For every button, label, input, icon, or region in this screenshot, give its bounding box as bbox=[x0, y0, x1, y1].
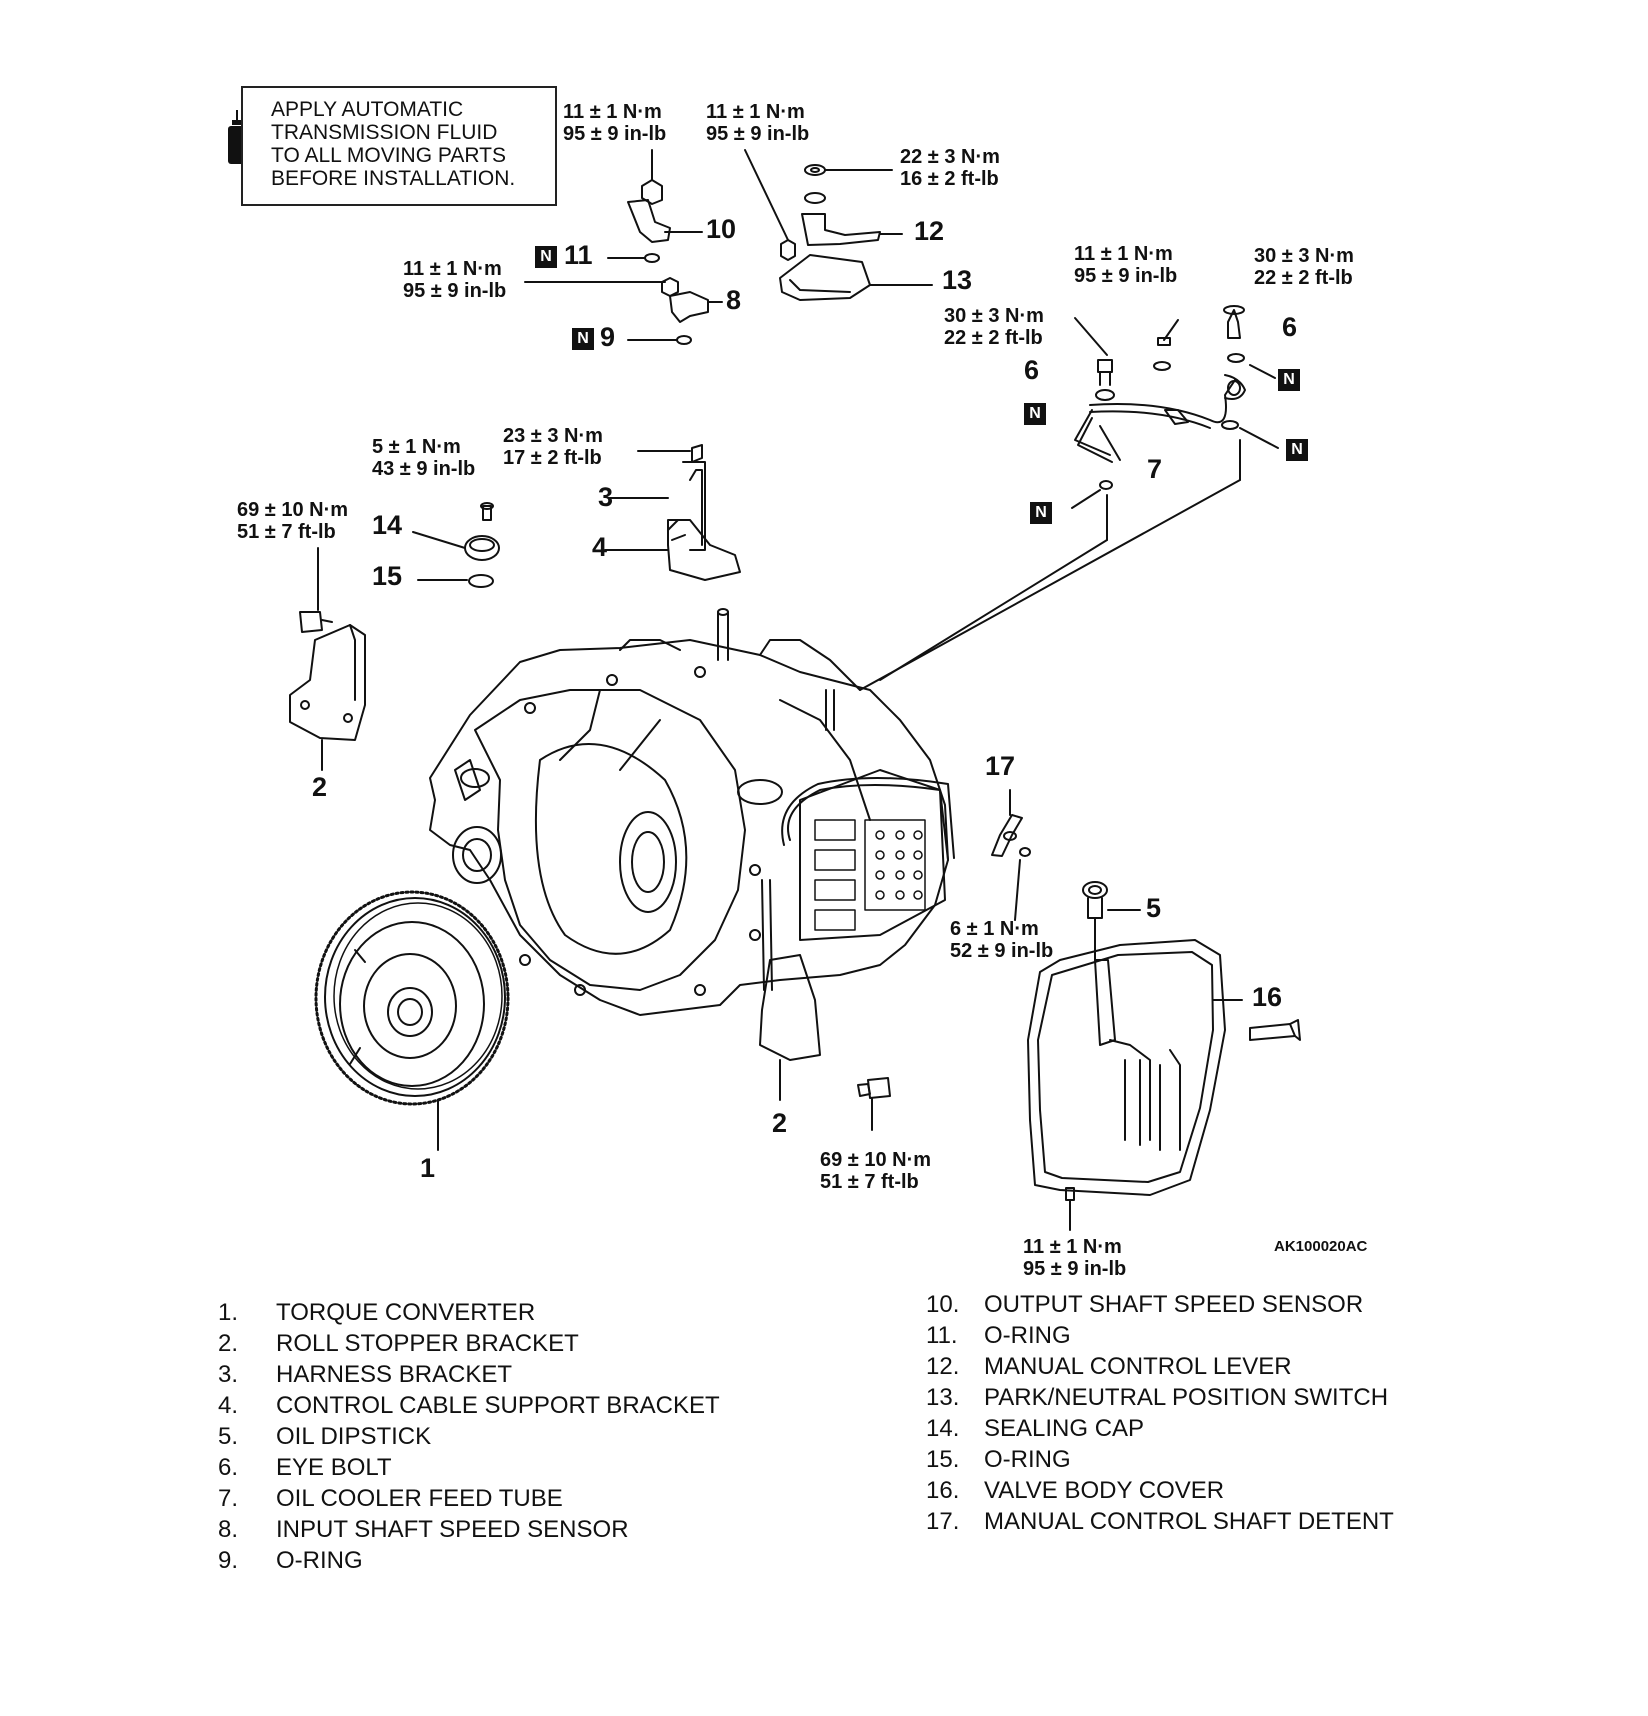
legend-item: 1.TORQUE CONVERTER bbox=[218, 1299, 536, 1326]
legend-item: 5.OIL DIPSTICK bbox=[218, 1423, 432, 1450]
new-part-badge: N bbox=[572, 328, 594, 350]
new-part-badge: N bbox=[535, 246, 557, 268]
legend-item: 15.O-RING bbox=[926, 1446, 1071, 1473]
legend-item: 13.PARK/NEUTRAL POSITION SWITCH bbox=[926, 1384, 1389, 1411]
legend-item: 3.HARNESS BRACKET bbox=[218, 1361, 513, 1388]
torque-converter-drawing bbox=[314, 890, 510, 1151]
callout-11: 11 bbox=[564, 240, 593, 270]
callout-15: 15 bbox=[372, 561, 403, 591]
dipstick-valve-cover-drawing bbox=[1027, 881, 1301, 1231]
callout-4: 4 bbox=[592, 532, 608, 562]
callout-5: 5 bbox=[1146, 893, 1162, 923]
legend-item: 14.SEALING CAP bbox=[926, 1415, 1145, 1442]
legend-item: 9.O-RING bbox=[218, 1547, 363, 1574]
callout-16: 16 bbox=[1252, 982, 1283, 1012]
callout-2: 2 bbox=[772, 1108, 788, 1138]
legend-item: 12.MANUAL CONTROL LEVER bbox=[926, 1353, 1292, 1380]
callout-10: 10 bbox=[706, 214, 737, 244]
callout-12: 12 bbox=[914, 216, 945, 246]
legend-item: 8.INPUT SHAFT SPEED SENSOR bbox=[218, 1516, 629, 1543]
callout-8: 8 bbox=[726, 285, 742, 315]
callout-6: 6 bbox=[1024, 355, 1040, 385]
callout-6: 6 bbox=[1282, 312, 1298, 342]
callout-17: 17 bbox=[985, 751, 1016, 781]
callout-14: 14 bbox=[372, 510, 403, 540]
legend-item: 16.VALVE BODY COVER bbox=[926, 1477, 1225, 1504]
callout-9: 9 bbox=[600, 322, 616, 352]
legend-item: 17.MANUAL CONTROL SHAFT DETENT bbox=[926, 1508, 1394, 1535]
manual-lever-switch-drawing bbox=[744, 149, 933, 301]
new-part-badge: N bbox=[1278, 369, 1300, 391]
legend-item: 2.ROLL STOPPER BRACKET bbox=[218, 1330, 579, 1357]
callout-2: 2 bbox=[312, 772, 328, 802]
callout-13: 13 bbox=[942, 265, 973, 295]
sensor-parts-drawing bbox=[524, 149, 723, 345]
bracket-bolt-drawing bbox=[857, 1077, 891, 1131]
legend-item: 7.OIL COOLER FEED TUBE bbox=[218, 1485, 563, 1512]
new-part-badge: N bbox=[1030, 502, 1052, 524]
notice-line: APPLY AUTOMATIC bbox=[271, 98, 464, 121]
callout-1: 1 bbox=[420, 1153, 436, 1183]
shaft-detent-drawing bbox=[991, 789, 1031, 921]
notice-line: TRANSMISSION FLUID bbox=[271, 121, 498, 144]
legend-item: 4.CONTROL CABLE SUPPORT BRACKET bbox=[218, 1392, 720, 1419]
transmission-case-drawing bbox=[429, 608, 955, 1101]
callout-3: 3 bbox=[598, 482, 614, 512]
legend-item: 6.EYE BOLT bbox=[218, 1454, 392, 1481]
notice-line: BEFORE INSTALLATION. bbox=[271, 167, 516, 190]
sealing-cap-drawing bbox=[412, 502, 500, 588]
oil-cooler-tube-drawing bbox=[859, 305, 1279, 691]
new-part-badge: N bbox=[1024, 403, 1046, 425]
roll-stopper-bracket-left-drawing bbox=[289, 547, 366, 771]
figure-id: AK100020AC bbox=[1274, 1238, 1368, 1255]
notice-line: TO ALL MOVING PARTS bbox=[271, 144, 506, 167]
notice-box: APPLY AUTOMATIC TRANSMISSION FLUID TO AL… bbox=[241, 86, 557, 206]
harness-cable-bracket-drawing bbox=[604, 444, 741, 581]
legend-item: 11.O-RING bbox=[926, 1322, 1071, 1349]
callout-7: 7 bbox=[1147, 454, 1163, 484]
new-part-badge: N bbox=[1286, 439, 1308, 461]
legend-item: 10.OUTPUT SHAFT SPEED SENSOR bbox=[926, 1291, 1364, 1318]
